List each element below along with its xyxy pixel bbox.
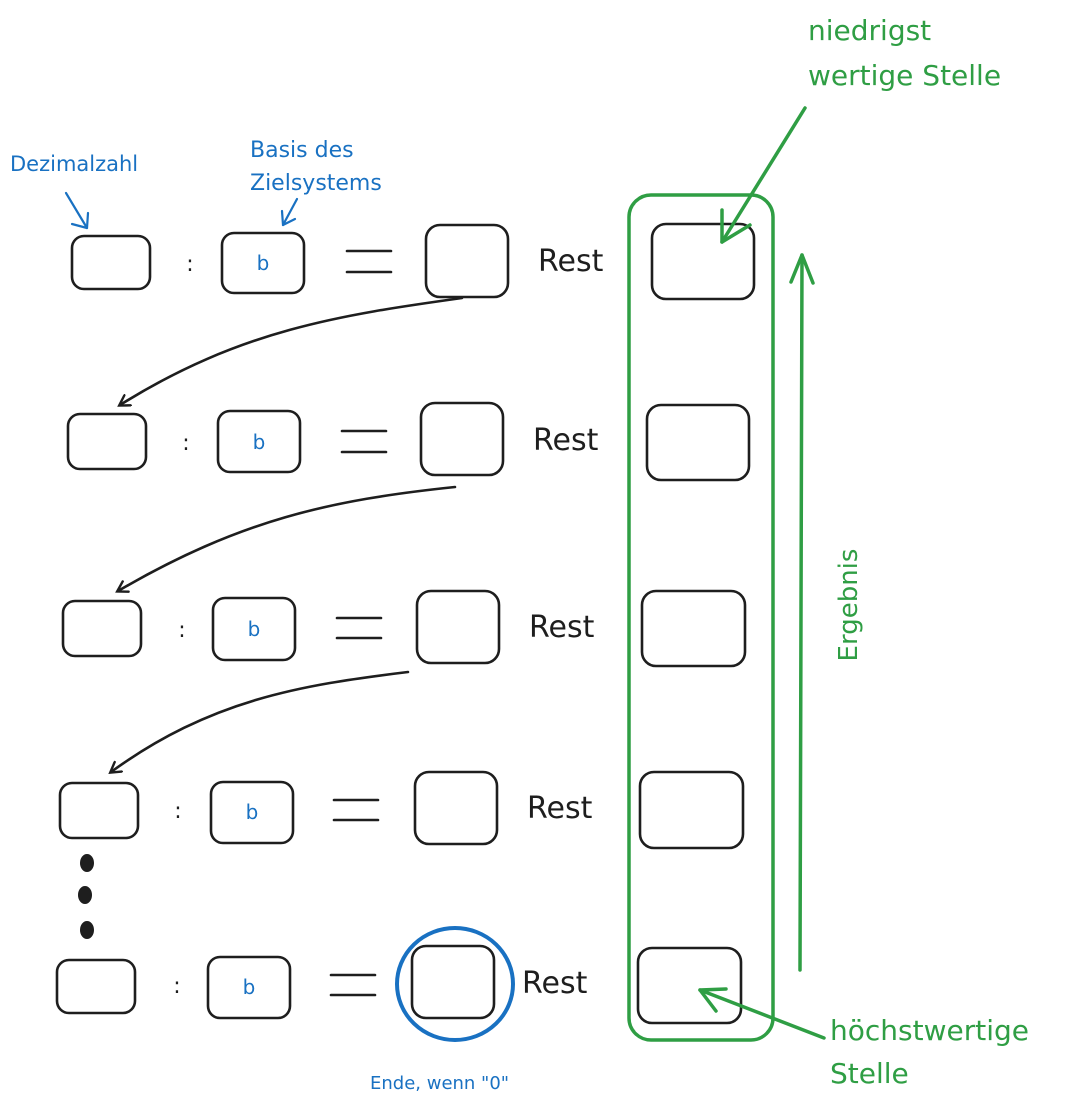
- equals-sign: [340, 429, 388, 454]
- end-condition-label: Ende, wenn "0": [370, 1073, 509, 1094]
- divide-sign: :: [174, 799, 181, 824]
- rest-label: Rest: [538, 244, 604, 279]
- quotient-box: [410, 944, 496, 1020]
- dividend-box: [55, 958, 137, 1015]
- result-label: Ergebnis: [834, 549, 864, 662]
- msd-label-line2: Stelle: [830, 1057, 909, 1090]
- divide-sign: :: [173, 974, 180, 999]
- lsd-label-line1: niedrigst: [808, 14, 931, 47]
- divide-sign: :: [178, 618, 185, 643]
- base-box: [211, 596, 297, 662]
- divide-sign: :: [182, 431, 189, 456]
- base-value: b: [257, 251, 270, 275]
- base-box: [216, 409, 302, 474]
- dividend-box: [70, 234, 152, 291]
- row-1: : b Rest: [70, 222, 756, 301]
- base-value: b: [253, 430, 266, 454]
- dividend-box: [61, 599, 143, 658]
- msd-pointer-arrow: [698, 987, 826, 1040]
- remainder-box: [645, 403, 751, 482]
- base-box: [220, 231, 306, 295]
- base-box: [209, 780, 295, 845]
- row-3: : b Rest: [61, 589, 747, 668]
- msd-label-line1: höchstwertige: [830, 1014, 1029, 1047]
- base-hint-label-line1: Basis des: [250, 138, 354, 163]
- quotient-box: [419, 401, 505, 477]
- end-highlight-circle: [395, 926, 515, 1042]
- row-4: : b Rest: [58, 770, 745, 850]
- carry-arrow-3: [111, 670, 410, 772]
- equals-sign: [335, 616, 383, 640]
- carry-arrow-2: [118, 485, 457, 591]
- dividend-hint-label: Dezimalzahl: [10, 152, 138, 176]
- lsd-label-line2: wertige Stelle: [808, 59, 1001, 92]
- rest-label: Rest: [527, 791, 593, 826]
- dividend-hint-arrow: [64, 191, 90, 230]
- equals-sign: [329, 973, 377, 997]
- equals-sign: [345, 249, 393, 274]
- base-hint-arrow: [280, 197, 299, 227]
- dividend-box: [66, 412, 148, 471]
- base-box: [206, 955, 292, 1020]
- remainder-box: [638, 770, 745, 850]
- remainder-box: [636, 946, 743, 1025]
- row-5: : b Rest: [55, 926, 743, 1042]
- base-hint-label-line2: Zielsystems: [250, 171, 382, 196]
- dividend-box: [58, 781, 140, 840]
- rest-label: Rest: [533, 423, 599, 458]
- quotient-box: [413, 770, 499, 846]
- base-value: b: [243, 975, 256, 999]
- result-direction-arrow: [789, 253, 815, 972]
- equals-sign: [332, 798, 380, 822]
- remainder-box: [640, 589, 747, 668]
- divide-sign: :: [186, 252, 193, 277]
- remainder-box: [650, 222, 756, 301]
- rest-label: Rest: [522, 966, 588, 1001]
- quotient-box: [415, 589, 501, 665]
- base-value: b: [246, 800, 259, 824]
- quotient-box: [424, 223, 510, 299]
- ellipsis-dots: [78, 854, 94, 939]
- base-value: b: [248, 617, 261, 641]
- result-column-frame: [627, 193, 775, 1042]
- rest-label: Rest: [529, 610, 595, 645]
- row-2: : b Rest: [66, 401, 751, 482]
- lsd-pointer-arrow: [720, 106, 807, 244]
- carry-arrow-1: [120, 296, 464, 405]
